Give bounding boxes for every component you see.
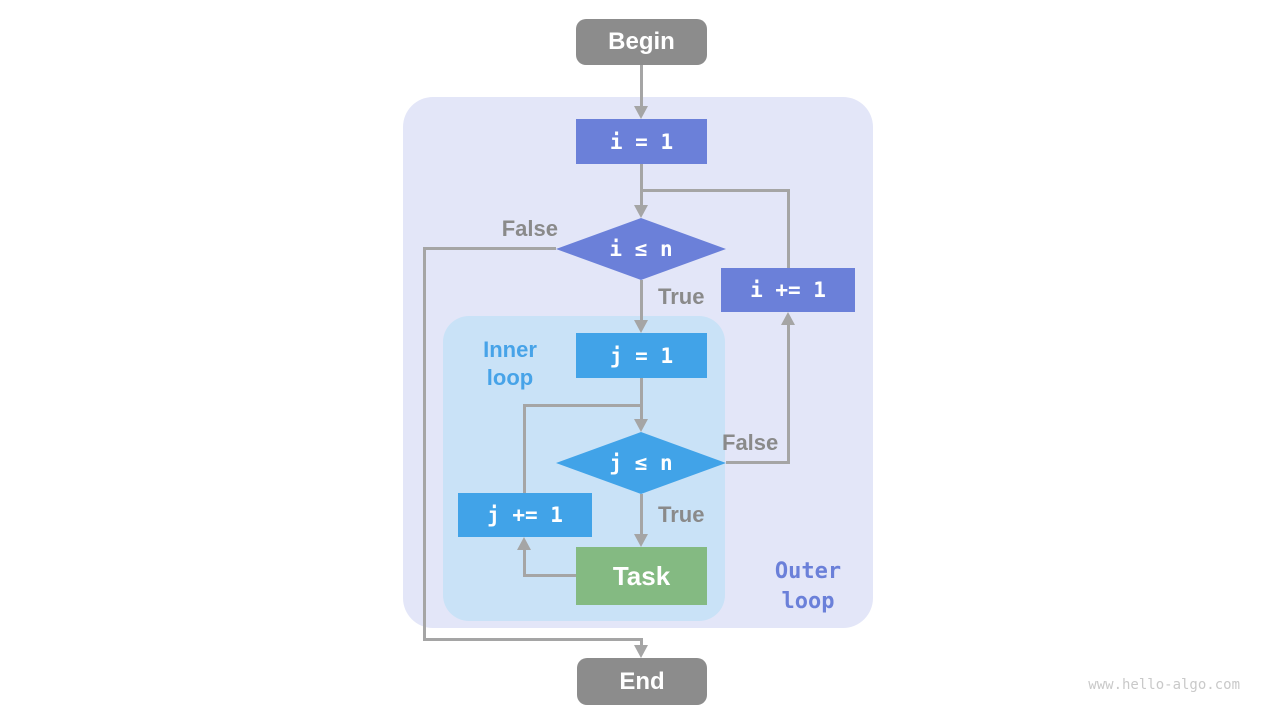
connector-loopback-horizontal: [523, 404, 643, 407]
arrowhead-into-cond-j: [634, 419, 648, 432]
edge-label-outer-true: True: [658, 284, 705, 309]
node-task: Task: [576, 547, 707, 605]
node-init-j: j = 1: [576, 333, 707, 378]
arrowhead-into-task: [634, 534, 648, 547]
connector-task-to-inc-j-horizontal: [523, 574, 576, 577]
connector-cond-i-false-horizontal: [423, 247, 556, 250]
arrowhead-into-inc-i: [781, 312, 795, 325]
inner-loop-label: Inner loop: [483, 337, 537, 390]
node-inc-i: i += 1: [721, 268, 855, 312]
connector-loopback-vertical: [523, 404, 526, 493]
arrowhead-into-init-j: [634, 320, 648, 333]
connector-init-j-to-cond-j: [640, 378, 643, 421]
connector-cond-j-true: [640, 494, 643, 536]
connector-inc-i-below-vertical: [787, 323, 790, 464]
connector-task-to-inc-j-vertical: [523, 548, 526, 577]
arrowhead-into-inc-j: [517, 537, 531, 550]
connector-init-i-to-cond-i: [640, 164, 643, 207]
connector-return-top-horizontal: [640, 189, 790, 192]
edge-label-inner-true: True: [658, 502, 705, 527]
connector-bottom-horizontal: [423, 638, 643, 641]
arrowhead-into-init-i: [634, 106, 648, 119]
connector-cond-j-false-horizontal: [726, 461, 790, 464]
connector-begin-to-init-i: [640, 65, 643, 109]
node-begin: Begin: [576, 19, 707, 65]
arrowhead-into-end: [634, 645, 648, 658]
node-inc-j: j += 1: [458, 493, 592, 537]
node-init-i: i = 1: [576, 119, 707, 164]
arrowhead-into-cond-i: [634, 205, 648, 218]
outer-loop-label: Outer loop: [774, 559, 842, 614]
edge-label-outer-false: False: [501, 216, 558, 241]
connector-end-stub: [640, 638, 643, 647]
connector-left-vertical: [423, 247, 426, 641]
node-end: End: [577, 658, 707, 705]
watermark-url: www.hello-algo.com: [1088, 677, 1240, 693]
connector-cond-i-true: [640, 280, 643, 322]
connector-return-right-vertical: [787, 189, 790, 268]
edge-label-inner-false: False: [722, 430, 779, 455]
